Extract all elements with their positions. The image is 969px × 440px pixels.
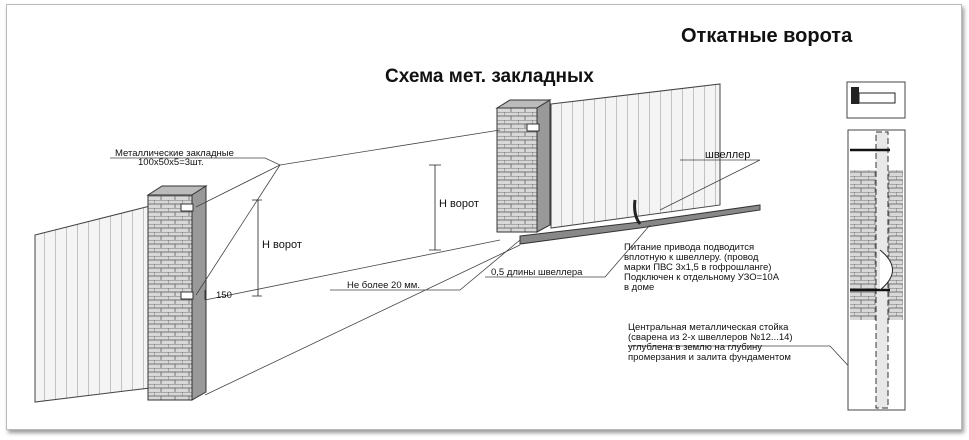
h-gate-left-label: Н ворот: [262, 239, 302, 251]
embed-section-detail: [846, 81, 906, 119]
title: Откатные ворота: [681, 25, 853, 47]
svg-text:промерзания и залита фундамент: промерзания и залита фундаментом: [628, 352, 791, 363]
image-frame: [6, 4, 962, 430]
svg-text:Центральная металлическая стой: Центральная металлическая стойка: [628, 322, 789, 333]
leader-lines: [110, 129, 881, 401]
svg-text:вплотную к швеллеру. (провод: вплотную к швеллеру. (провод: [624, 252, 759, 263]
embeds-label-line2: 100х50х5=3шт.: [138, 157, 204, 168]
right-brick-pillar: [495, 99, 552, 233]
post-note: Центральная металлическая стойка (сварен…: [628, 322, 793, 363]
left-fence-panel: [34, 205, 151, 403]
embeds-label-line1: Металлические закладные: [115, 148, 234, 159]
dim-150-label: 150: [216, 290, 232, 301]
sliding-gate-panel: [550, 83, 721, 229]
svg-text:в доме: в доме: [624, 282, 654, 293]
power-note: Питание привода подводится вплотную к шв…: [624, 242, 780, 293]
dimension-lines: [204, 164, 441, 300]
h-gate-right-label: Н ворот: [439, 198, 479, 210]
column-section-detail: [847, 129, 906, 411]
subtitle: Схема мет. закладных: [385, 66, 594, 87]
not-more-label: Не более 20 мм.: [347, 280, 420, 291]
svg-text:углублена в землю на глубину: углублена в землю на глубину: [628, 342, 762, 353]
channel-rail: [519, 199, 761, 245]
svg-text:Подключен к отдельному УЗО=10А: Подключен к отдельному УЗО=10А: [624, 272, 780, 283]
svg-text:(сварена из 2-х швеллеров №12.: (сварена из 2-х швеллеров №12...14): [628, 332, 793, 343]
svg-text:Питание привода подводится: Питание привода подводится: [624, 242, 754, 253]
svg-text:марки ПВС 3х1,5 в гофрошланге): марки ПВС 3х1,5 в гофрошланге): [624, 262, 771, 273]
half-channel-label: 0,5 длины швеллера: [491, 267, 583, 278]
left-brick-pillar: [146, 185, 208, 401]
channel-label: швеллер: [705, 149, 750, 161]
